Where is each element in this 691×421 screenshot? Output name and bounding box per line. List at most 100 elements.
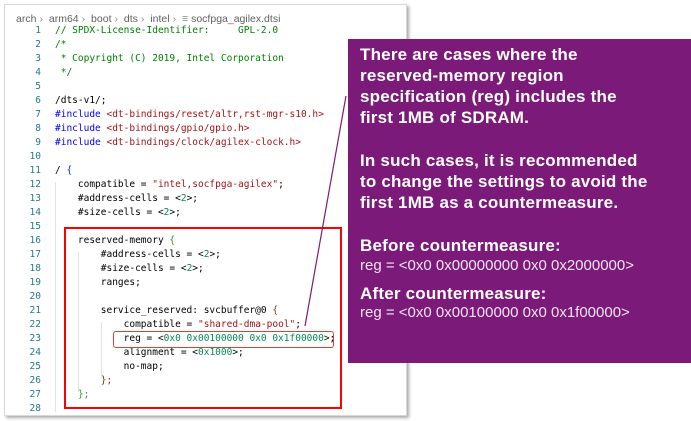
before-label: Before countermeasure:: [360, 236, 561, 255]
indent-guide: [78, 252, 79, 392]
code-line[interactable]: #address-cells = <2>;: [55, 249, 221, 260]
code-token: 2: [180, 193, 187, 204]
code-line[interactable]: #size-cells = <2>;: [55, 207, 181, 218]
text-line: In such cases, it is recommended: [360, 151, 638, 170]
code-token: {: [272, 305, 279, 316]
code-line[interactable]: */: [55, 67, 72, 78]
breadcrumb-item[interactable]: boot: [91, 13, 112, 25]
line-number: 20: [29, 291, 41, 302]
code-token: service_reserved: svcbuffer@0: [55, 305, 273, 316]
code-token: #include: [55, 123, 101, 134]
line-number: 7: [35, 109, 41, 120]
text-line: to change the settings to avoid the: [360, 172, 648, 191]
after-label: After countermeasure:: [360, 284, 547, 303]
callout-paragraph-1: There are cases where the reserved-memor…: [360, 44, 617, 128]
code-line[interactable]: #address-cells = <2>;: [55, 193, 198, 204]
code-line[interactable]: };: [55, 389, 89, 400]
line-number: 12: [29, 179, 41, 190]
code-line[interactable]: #include <dt-bindings/reset/altr,rst-mgr…: [55, 109, 324, 120]
code-line[interactable]: ranges;: [55, 277, 141, 288]
breadcrumb-item[interactable]: dts: [123, 13, 138, 25]
line-number: 11: [29, 165, 41, 176]
highlight-box-reserved-memory: [64, 227, 342, 409]
code-token: 2: [203, 249, 210, 260]
code-line[interactable]: * Copyright (C) 2019, Intel Corporation: [55, 53, 284, 64]
callout-paragraph-2: In such cases, it is recommended to chan…: [360, 150, 648, 213]
code-token: no-map;: [55, 361, 164, 372]
code-token: {: [169, 235, 176, 246]
line-number: 28: [29, 403, 41, 414]
code-line[interactable]: reserved-memory {: [55, 235, 175, 246]
code-token: 0x1000: [198, 347, 233, 358]
code-line[interactable]: };: [55, 375, 112, 386]
chevron-right-icon: ›: [114, 13, 118, 25]
breadcrumb: arch› arm64› boot› dts› intel› ≡ socfpga…: [16, 13, 280, 25]
code-line[interactable]: compatible = "shared-dma-pool";: [55, 319, 301, 330]
line-number: 13: [29, 193, 41, 204]
breadcrumb-item[interactable]: arm64: [48, 13, 79, 25]
code-token: 0x0 0x00100000 0x0 0x1f00000: [163, 333, 324, 344]
code-token: #include: [55, 109, 101, 120]
code-token: #address-cells = <: [55, 249, 204, 260]
chevron-right-icon: ›: [172, 13, 177, 25]
code-token: <dt-bindings/reset/altr,rst-mgr-s10.h>: [100, 109, 324, 120]
text-line: first 1MB as a countermeasure.: [360, 193, 619, 212]
code-token: compatible =: [55, 319, 198, 330]
code-line[interactable]: #size-cells = <2>;: [55, 263, 204, 274]
line-number: 9: [35, 137, 41, 148]
line-number: 3: [35, 53, 41, 64]
code-token: /dts-v1/;: [55, 95, 107, 106]
breadcrumb-item[interactable]: intel: [150, 13, 170, 25]
callout-box: There are cases where the reserved-memor…: [348, 39, 691, 363]
line-number: 4: [35, 67, 41, 78]
code-token: <dt-bindings/clock/agilex-clock.h>: [100, 137, 301, 148]
code-line[interactable]: / {: [55, 165, 72, 176]
text-line: There are cases where the: [360, 45, 578, 64]
code-token: ranges;: [55, 277, 141, 288]
code-token: ;: [278, 179, 284, 190]
code-line[interactable]: #include <dt-bindings/gpio/gpio.h>: [55, 123, 249, 134]
code-line[interactable]: /*: [55, 39, 66, 50]
code-line[interactable]: /dts-v1/;: [55, 95, 106, 106]
code-token: #address-cells = <: [55, 193, 181, 204]
menu-lines-icon: ≡: [182, 13, 189, 25]
line-number: 6: [35, 95, 41, 106]
code-token: <dt-bindings/gpio/gpio.h>: [100, 123, 250, 134]
line-number: 14: [29, 207, 41, 218]
code-token: "intel,socfpga-agilex": [152, 179, 279, 190]
line-number: 2: [35, 39, 41, 50]
indent-guide: [55, 182, 56, 412]
code-line[interactable]: compatible = "intel,socfpga-agilex";: [55, 179, 284, 190]
breadcrumb-file[interactable]: socfpga_agilex.dtsi: [191, 13, 281, 25]
line-number: 10: [29, 151, 41, 162]
code-token: /*: [55, 39, 67, 50]
code-token: };: [77, 389, 90, 400]
code-line[interactable]: reg = <0x0 0x00100000 0x0 0x1f00000>;: [55, 333, 336, 344]
line-number: 18: [29, 263, 41, 274]
code-token: 2: [163, 207, 170, 218]
code-line[interactable]: alignment = <0x1000>;: [55, 347, 244, 358]
code-token: {: [66, 165, 73, 176]
code-line[interactable]: service_reserved: svcbuffer@0 {: [55, 305, 278, 316]
text-line: first 1MB of SDRAM.: [360, 108, 530, 127]
line-number: 5: [35, 81, 41, 92]
line-number: 26: [29, 375, 41, 386]
code-line[interactable]: // SPDX-License-Identifier: GPL-2.0: [55, 25, 278, 36]
after-value: reg = <0x0 0x00100000 0x0 0x1f00000>: [360, 304, 630, 321]
code-token: // SPDX-License-Identifier: GPL-2.0: [55, 25, 279, 36]
text-line: specification (reg) includes the: [360, 87, 617, 106]
code-line[interactable]: #include <dt-bindings/clock/agilex-clock…: [55, 137, 301, 148]
code-token: #include: [55, 137, 101, 148]
line-number: 21: [29, 305, 41, 316]
code-token: alignment = <: [55, 347, 198, 358]
highlight-box-reg: [113, 331, 334, 348]
indent-guide: [101, 322, 102, 378]
code-token: */: [55, 67, 73, 78]
before-value: reg = <0x0 0x00000000 0x0 0x2000000>: [360, 257, 634, 274]
breadcrumb-item[interactable]: arch: [16, 13, 37, 25]
chevron-right-icon: ›: [39, 13, 43, 25]
code-line[interactable]: no-map;: [55, 361, 164, 372]
line-number: 16: [29, 235, 41, 246]
code-token: >;: [232, 347, 244, 358]
